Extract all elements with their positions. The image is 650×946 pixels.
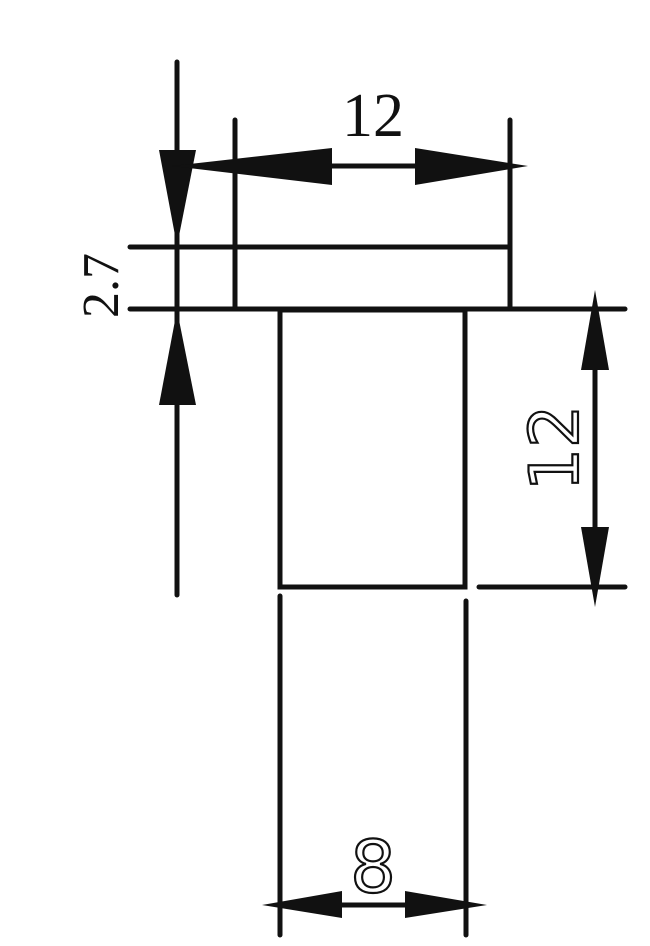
arrow-right-icon [405,891,487,918]
arrow-left-icon [172,148,332,185]
arrow-up-icon [159,310,196,405]
shank-width-dimension: 8 [262,824,487,918]
arrow-down-icon [581,527,609,607]
arrow-up-icon [581,290,609,370]
arrow-right-icon [415,148,528,185]
flange-width-dimension: 12 [172,82,528,185]
arrow-down-icon [159,150,196,246]
flange-width-label: 12 [342,82,404,150]
flange-thickness-label: 2.7 [73,253,130,318]
flange-thickness-dimension: 2.7 [73,59,196,598]
body-height-label: 12 [516,405,595,492]
arrow-left-icon [262,891,342,918]
body-height-dimension: 12 [476,290,628,607]
body-outline [277,307,468,590]
shank-width-label: 8 [350,825,396,909]
